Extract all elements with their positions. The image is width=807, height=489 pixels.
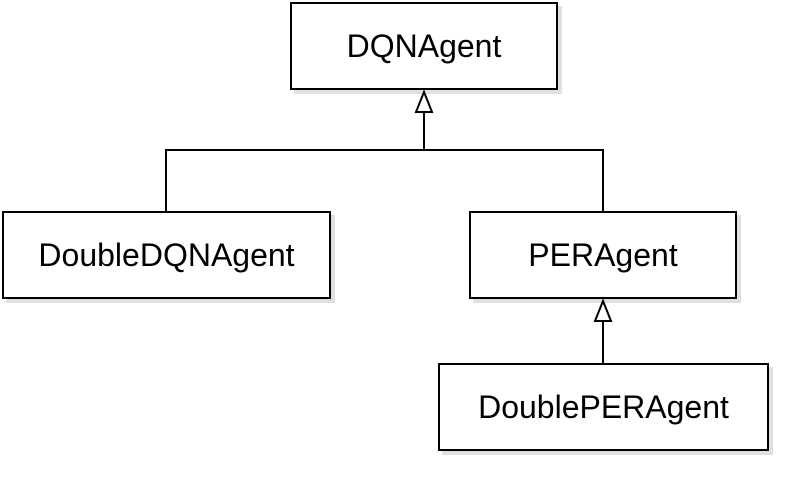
class-node-label: PERAgent <box>528 236 678 273</box>
class-node-label: DoubleDQNAgent <box>38 236 295 273</box>
inheritance-connector-dqn <box>165 112 604 211</box>
class-node-label: DQNAgent <box>346 27 502 64</box>
class-node-doubledqnagent[interactable]: DoubleDQNAgent <box>2 211 331 299</box>
inheritance-arrowhead-dqnagent <box>414 89 434 113</box>
class-node-label: DoublePERAgent <box>478 388 729 425</box>
edge-doubledqnagent-to-dqnagent <box>165 149 424 211</box>
class-node-peragent[interactable]: PERAgent <box>469 211 737 299</box>
class-node-dqnagent[interactable]: DQNAgent <box>290 2 558 90</box>
inheritance-arrowhead-peragent <box>593 298 613 322</box>
class-node-doubleperagent[interactable]: DoublePERAgent <box>438 363 769 451</box>
edge-peragent-to-dqnagent <box>424 149 604 211</box>
